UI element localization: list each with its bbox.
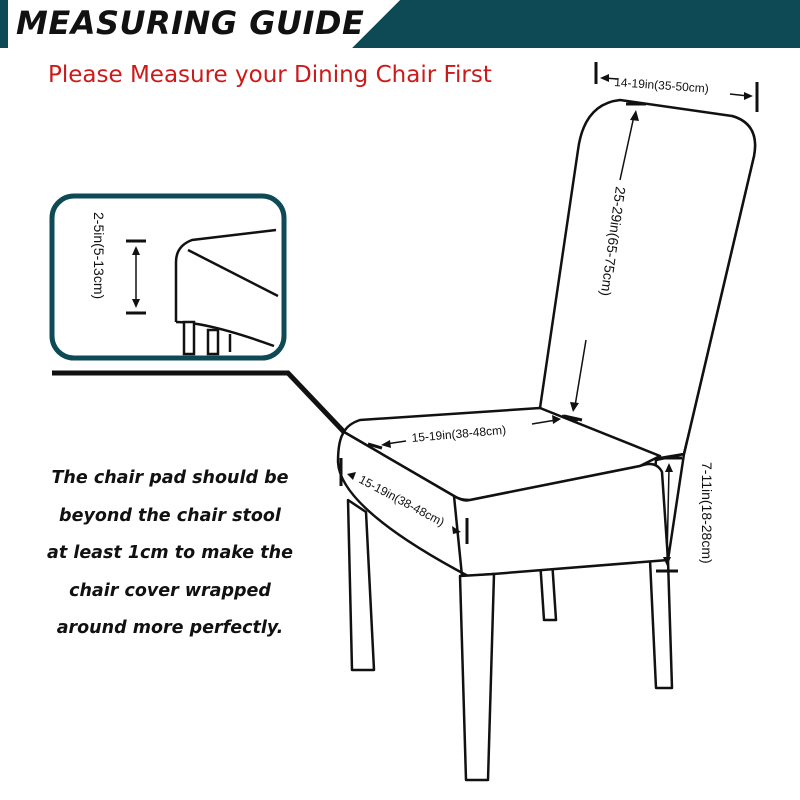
header-white-tab <box>0 0 400 48</box>
note-line: at least 1cm to make the <box>47 543 293 563</box>
front-leg-right <box>458 572 496 782</box>
seat-depth-dimension <box>339 458 469 544</box>
note-line: The chair pad should be <box>51 468 289 488</box>
skirt-height-dimension <box>656 456 682 573</box>
header-band-shape <box>0 0 800 48</box>
header-left-strip <box>0 0 8 48</box>
seat-width-dimension <box>367 414 579 450</box>
note-line: around more perfectly. <box>56 618 284 638</box>
backrest-width-label: 14-19in(35-50cm) <box>614 75 709 96</box>
cushion-detail-inset <box>49 193 287 361</box>
skirt-height-label: 7-11in(18-28cm) <box>699 462 715 564</box>
front-leg-left <box>346 498 376 672</box>
chair-outline <box>336 98 757 782</box>
note-line: chair cover wrapped <box>69 580 271 601</box>
backrest-width-dimension <box>594 62 759 112</box>
inset-connector-line <box>52 370 346 434</box>
instruction-note: The chair pad should be beyond the chair… <box>30 460 310 648</box>
note-line: beyond the chair stool <box>59 505 281 526</box>
cushion-thickness-label: 2-5in(5-13cm) <box>91 212 107 299</box>
header-title: MEASURING GUIDE <box>16 4 365 42</box>
subtitle: Please Measure your Dining Chair First <box>48 62 492 88</box>
rear-leg-right <box>648 558 674 690</box>
